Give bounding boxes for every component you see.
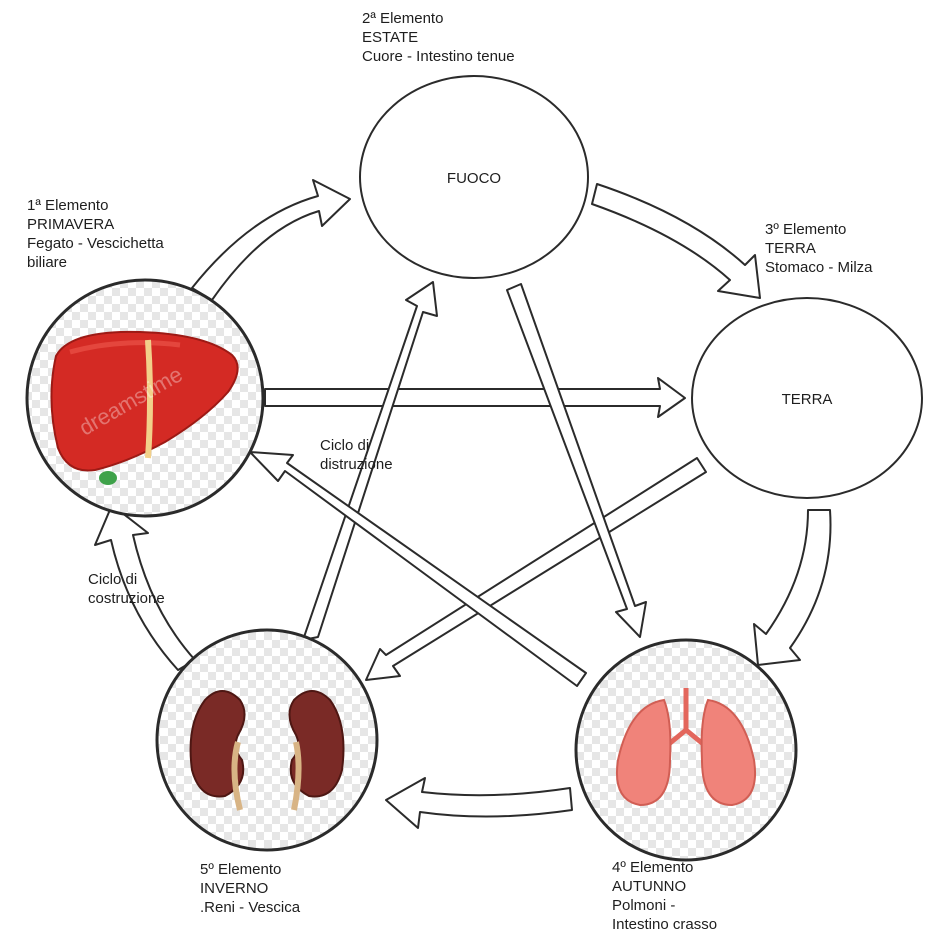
caption-fuoco: 2ª Elemento ESTATE Cuore - Intestino ten…	[362, 9, 515, 66]
arrow-legno-to-terra	[265, 378, 685, 417]
arrow-terra-to-autunno	[754, 510, 831, 665]
circle-label-terra: TERRA	[782, 391, 833, 408]
circle-label-fuoco: FUOCO	[447, 170, 501, 187]
circle-primavera: dreamstime	[27, 280, 263, 516]
label-construction-cycle: Ciclo di costruzione	[88, 570, 165, 608]
arrow-fuoco-to-autunno	[507, 284, 646, 637]
caption-autunno: 4º Elemento AUTUNNO Polmoni - Intestino …	[612, 858, 717, 934]
destruction-cycle-arrows	[250, 282, 706, 686]
circle-fuoco: FUOCO	[360, 76, 588, 278]
arrow-fuoco-to-terra	[592, 184, 760, 298]
arrow-autunno-to-inverno	[386, 778, 572, 828]
label-destruction-cycle: Ciclo di distruzione	[320, 436, 393, 474]
circle-autunno	[576, 640, 796, 860]
caption-primavera: 1ª Elemento PRIMAVERA Fegato - Vescichet…	[27, 196, 164, 272]
circle-terra: TERRA	[692, 298, 922, 498]
caption-inverno: 5º Elemento INVERNO .Reni - Vescica	[200, 860, 300, 917]
caption-terra: 3º Elemento TERRA Stomaco - Milza	[765, 220, 873, 277]
arrow-primavera-to-fuoco	[192, 180, 350, 300]
circle-inverno	[157, 630, 377, 850]
